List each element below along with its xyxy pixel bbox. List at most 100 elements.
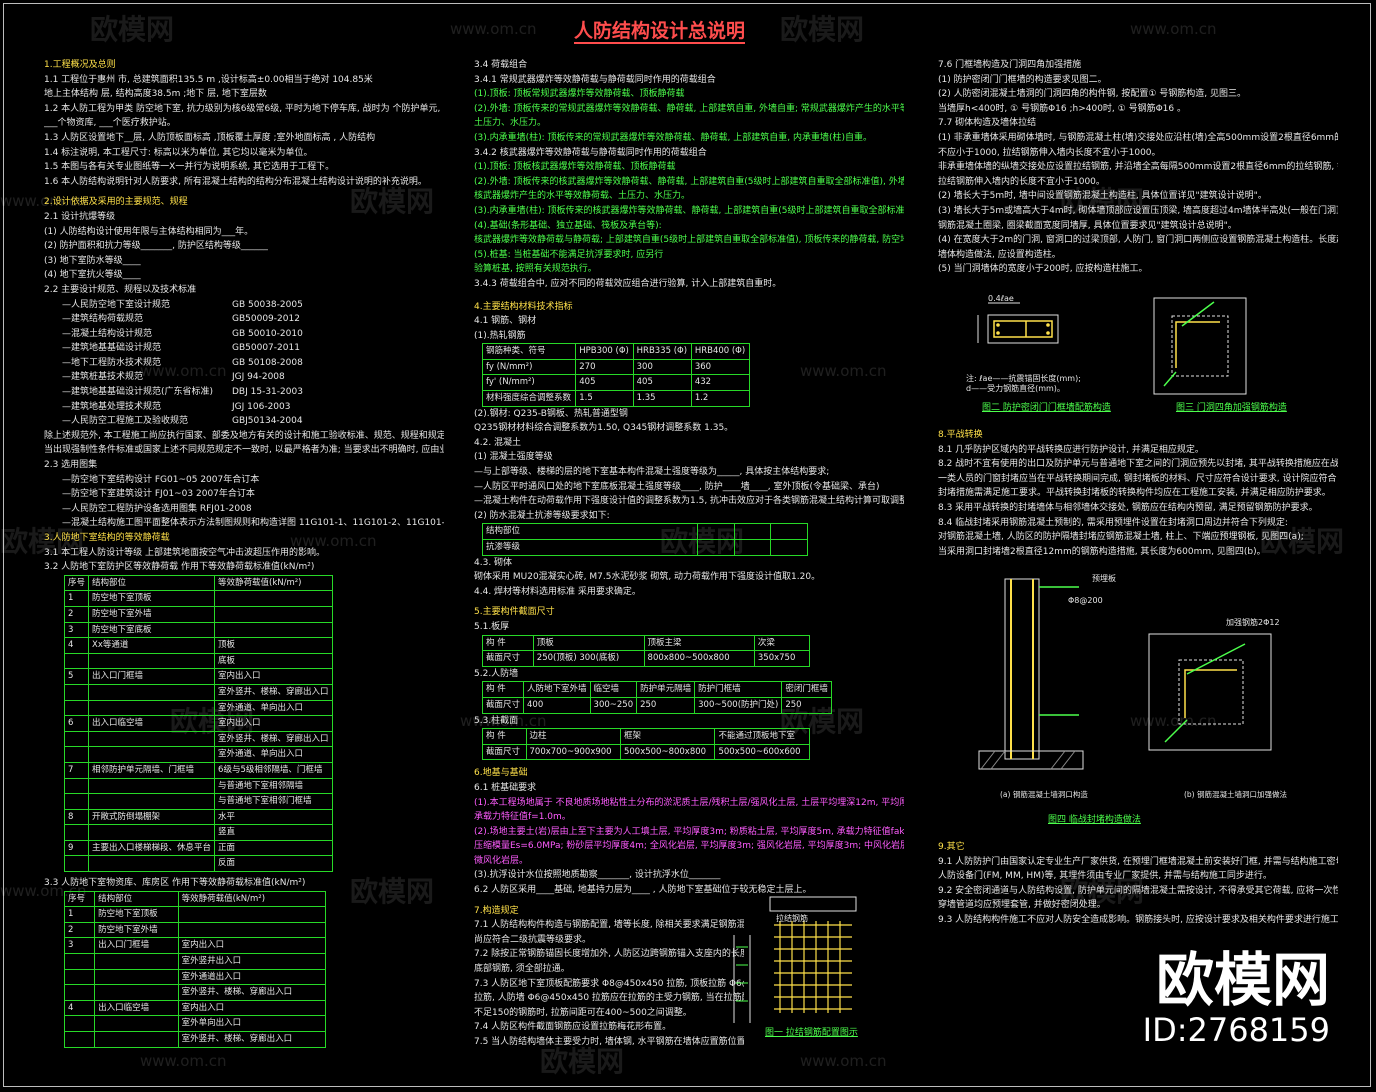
corner-bar <box>1175 321 1220 368</box>
table-header-cell: 序号 <box>63 890 96 908</box>
table-cell <box>733 539 772 556</box>
table-cell: 室内出入口 <box>177 999 327 1017</box>
table-cell <box>94 1031 179 1048</box>
table-cell: 水平 <box>214 808 333 826</box>
text-line: 7.3 人防区地下室顶板配筋要求 Φ8@450x450 拉筋, 顶板拉筋 Φ6@… <box>474 978 744 989</box>
table-cell: 6级与5级相邻隔墙、门框墙 <box>214 761 333 779</box>
table-cell: fy' (N/mm²) <box>481 374 577 392</box>
table-cell: fy (N/mm²) <box>481 358 577 376</box>
watermark-site: www.om.cn <box>460 712 547 730</box>
table-cell: 室内出入口 <box>177 937 327 955</box>
text-line: 5.1.板厚 <box>474 621 510 632</box>
table-cell <box>63 968 96 986</box>
table-cell: 室外通道、单向出入口 <box>214 699 333 717</box>
table-cell: 6 <box>63 715 90 732</box>
spec-code: GB 50010-2010 <box>232 328 303 339</box>
figure-tie-bars <box>733 896 857 1023</box>
table-cell: 开敞式防倒塌棚架 <box>88 808 216 826</box>
table-cell: 室外竖井出入口 <box>177 953 327 970</box>
figure-door-frame-wall <box>977 302 1059 344</box>
text-line: (4).基础(条形基础、独立基础、筏板及承台等): <box>474 220 662 231</box>
table-row: 室外单向出入口 <box>63 1015 327 1032</box>
corner-bar <box>1184 669 1237 718</box>
watermark-brand: 欧模网 <box>540 1045 625 1078</box>
text-line: 8.2 战时不宜有使用的出口及防护单元与普通地下室之间的门洞应预先以封堵, 其平… <box>938 459 1338 470</box>
table-cell: 4 <box>63 637 90 654</box>
table-cell: 截面尺寸 <box>482 650 534 667</box>
text-line: 5.3.柱截面 <box>474 715 519 726</box>
table-cell: 相邻防护单元隔墙、门框墙 <box>88 761 216 779</box>
table-cell <box>696 539 735 556</box>
text-line: 当出现强制性条件标准或国家上述不同规范规定不一致时, 以最严格者为准; 当要求出… <box>44 445 444 456</box>
spec-name: —建筑结构荷载规范 <box>62 314 144 325</box>
spec-code: JGJ 106-2003 <box>232 401 291 412</box>
watermark-brand: 欧模网 <box>350 185 435 218</box>
diagonal-bar <box>1181 301 1215 327</box>
table-header-row: 构 件边柱框架不能通过顶板地下室 <box>482 728 810 745</box>
table-header-cell: 框架 <box>619 728 716 745</box>
rebar-grid <box>774 921 852 1013</box>
text-line: 3.2 人防地下室防护区等效静荷载 作用下等效静荷载标准值(kN/m²) <box>44 562 315 573</box>
text-line: (2).钢材: Q235-B钢板、热轧普通型钢 <box>474 408 628 419</box>
table-cell: 防空地下室外墙 <box>94 921 179 939</box>
table-header-cell: 等效静荷载值(kN/m²) <box>214 574 333 592</box>
text-line: 1.4 标注说明, 本工程尺寸: 标高以米为单位, 其它均以毫米为单位。 <box>44 147 313 158</box>
table-cell: 室外竖井、楼梯、穿廊出入口 <box>214 683 333 701</box>
table-cell: 与普通地下室相邻门框墙 <box>214 793 333 810</box>
figure-label: Φ8@200 <box>1068 596 1103 605</box>
figure-wall-opening <box>978 578 1084 770</box>
table-cell <box>770 539 808 556</box>
column-outline <box>1004 578 1040 760</box>
table-header-cell: 构 件 <box>482 728 527 745</box>
text-line: (1) 非承重墙体采用砌体墙时, 与钢筋混凝土柱(墙)交接处应沿柱(墙)全高50… <box>938 132 1338 143</box>
watermark-site: www.om.cn <box>1130 712 1217 730</box>
figure-note: 注: ℓae——抗震锚固长度(mm); d——受力钢筋直径(mm)。 <box>966 374 1081 394</box>
diagonal-bar <box>1164 719 1188 743</box>
table-cell: 2 <box>63 605 90 623</box>
table-cell <box>63 699 90 717</box>
table-header-cell: 顶板 <box>532 634 645 652</box>
table-row: 室外竖井、楼梯、穿廊出入口 <box>63 730 333 748</box>
table-cell: 250(顶板) 300(底板) <box>532 650 645 667</box>
watermark-site: www.om.cn <box>800 362 887 380</box>
table-row: 结构部位 <box>482 523 808 540</box>
text-line: 3.3 人防地下室物资库、库房区 作用下等效静荷载标准值(kN/m²) <box>44 878 306 889</box>
table-cell <box>63 1031 96 1048</box>
table-row: 室外竖井、楼梯、穿廊出入口 <box>63 984 327 1001</box>
table-cell <box>88 855 216 873</box>
column-right: 7.6 门框墙构造及门洞四角加强措施 (1) 防护密闭门门框墙的构造要求见图二。… <box>938 58 1338 277</box>
text-line: 穿墙管道均应预埋套管, 并做好密闭处理。 <box>938 900 1106 911</box>
table-cell: 室外通道、单向出入口 <box>214 746 333 763</box>
table-cell: 7 <box>63 761 90 779</box>
wall-section <box>987 314 1059 344</box>
figure-caption: 图一 拉结钢筋配置图示 <box>765 1028 858 1038</box>
text-line: (2).外墙: 顶板传来的核武器爆炸等效静荷载、静荷载, 上部建筑自重(5级时上… <box>474 176 904 187</box>
text-line: 非承重墙体墙的纵墙交接处应设置拉结钢筋, 并沿墙全高每隔500mm设置2根直径6… <box>938 162 1338 173</box>
table-cell: 出入口临空墙 <box>94 999 179 1017</box>
table-row: 与普通地下室相邻隔墙 <box>63 777 333 795</box>
table-cell: 室内出入口 <box>214 668 333 685</box>
text-line: 8.3 采用平战转换的封堵墙体与相邻墙体交接处, 钢筋应在结构内预留, 满足预留… <box>938 502 1318 513</box>
table-cell: 与普通地下室相邻隔墙 <box>214 777 333 795</box>
table-cell: Xx等通道 <box>88 637 216 654</box>
figure-opening-corner <box>1153 297 1247 395</box>
text-line: 7.2 除按正常钢筋锚固长度增加外, 人防区边跨钢筋锚入支座内的长度应满足1.5… <box>474 949 744 960</box>
watermark-brand: 欧模网 <box>1060 875 1145 908</box>
text-line: 4.1 钢筋、钢材 <box>474 316 537 327</box>
wall-section <box>733 935 751 1023</box>
watermark-site: www.om.cn <box>800 1052 887 1070</box>
figure-opening-reinforce <box>1148 633 1272 751</box>
table-header-cell: 构 件 <box>482 634 534 652</box>
table-header-row: 构 件顶板顶板主梁次梁 <box>482 634 811 652</box>
atlas-list: —防空地下室结构设计 FG01~05 2007年合订本—防空地下室建筑设计 FJ… <box>44 473 444 531</box>
